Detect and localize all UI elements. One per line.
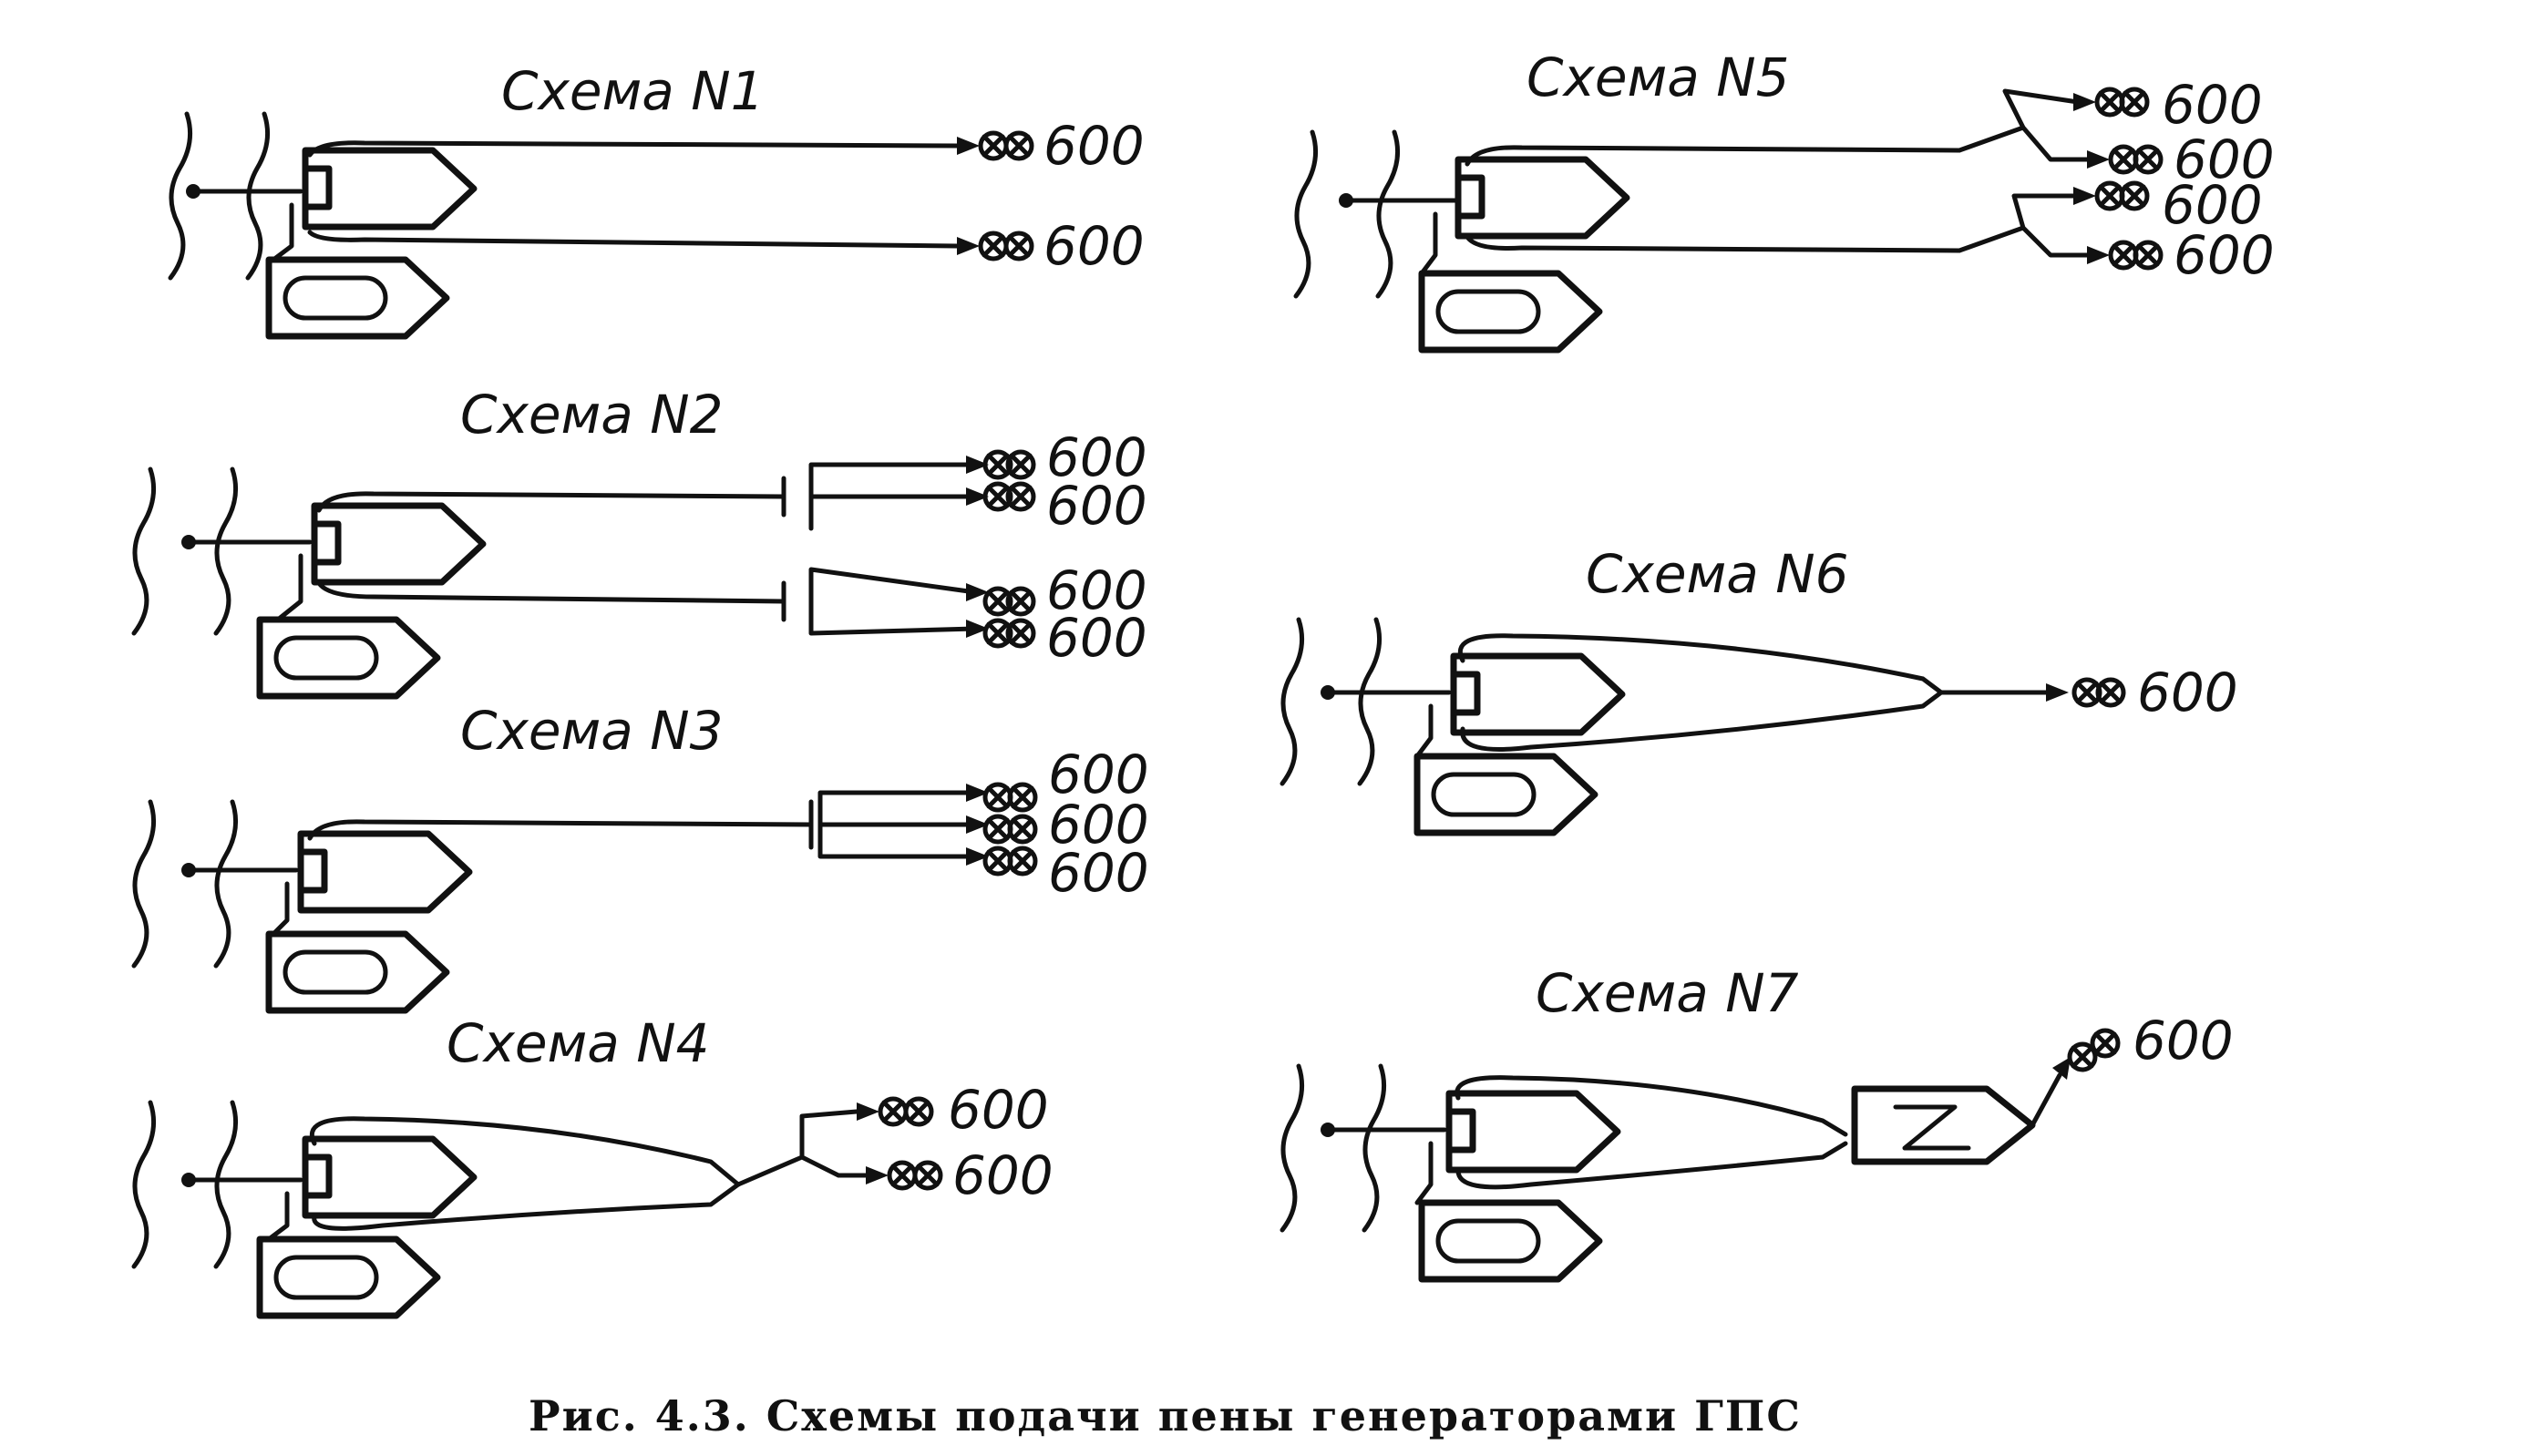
tanker-truck-4 [260, 1239, 437, 1316]
foam-generator-icon [1010, 816, 1035, 842]
scheme-7: Схема N7 600 [1282, 962, 2234, 1279]
foam-generator-icon [1010, 848, 1035, 874]
foam-generator-icon [915, 1163, 941, 1188]
foam-generator-icon [2111, 242, 2136, 268]
fire-truck-3 [301, 834, 469, 910]
water-source-6b [1360, 620, 1380, 784]
scheme-3-output-3: 600 [1048, 842, 1149, 904]
water-source-2a [134, 469, 154, 633]
water-source-1b [248, 114, 268, 278]
foam-generator-icon [1010, 784, 1035, 810]
scheme-4-output-1: 600 [948, 1079, 1049, 1141]
scheme-3-output-2: 600 [1048, 794, 1149, 856]
water-source-6a [1282, 620, 1302, 784]
scheme-2-output-3: 600 [1046, 559, 1147, 621]
scheme-1: Схема N1 600 600 [170, 60, 1145, 336]
scheme-5-output-2: 600 [2174, 128, 2275, 190]
foam-generator-icon [2122, 183, 2147, 209]
foam-generator-icon [2092, 1030, 2118, 1056]
scheme-6: Схема N6 600 [1282, 543, 2238, 833]
scheme-5-output-3: 600 [2162, 174, 2263, 236]
water-source-5b [1378, 132, 1398, 296]
water-source-1a [170, 114, 190, 278]
figure-caption: Рис. 4.3. Схемы подачи пены генераторами… [529, 1391, 1802, 1441]
foam-generator-icon [1006, 233, 1032, 259]
fire-truck-6 [1454, 656, 1622, 733]
scheme-5-output-1: 600 [2162, 74, 2263, 136]
tanker-truck-1 [269, 260, 447, 336]
tanker-truck-6 [1417, 756, 1595, 833]
scheme-1-output-1: 600 [1043, 115, 1145, 177]
foam-generator-icon [1006, 133, 1032, 159]
scheme-1-output-2: 600 [1043, 215, 1145, 277]
scheme-3-output-1: 600 [1048, 743, 1149, 805]
water-source-4a [134, 1102, 154, 1266]
fire-truck-1 [305, 150, 474, 227]
foam-mixer-unit [1851, 1085, 2036, 1165]
scheme-2: Схема N2 600 600 600 600 [134, 384, 1147, 696]
water-source-2b [216, 469, 236, 633]
fire-truck-7 [1449, 1093, 1618, 1170]
scheme-1-title: Схема N1 [501, 60, 765, 122]
scheme-5-title: Схема N5 [1526, 46, 1790, 108]
scheme-5-output-4: 600 [2174, 224, 2275, 286]
foam-generator-icon [2097, 183, 2123, 209]
scheme-5: Схема N5 600 600 600 600 [1296, 46, 2275, 350]
tanker-truck-3 [269, 934, 447, 1010]
foam-generator-icon [985, 816, 1011, 842]
fire-truck-2 [314, 506, 483, 582]
water-source-7a [1282, 1066, 1302, 1230]
fire-truck-5 [1458, 159, 1627, 236]
foam-generator-icon [985, 848, 1011, 874]
foam-generator-icon [981, 133, 1006, 159]
foam-generator-icon [2122, 89, 2147, 115]
scheme-3: Схема N3 600 600 600 [134, 700, 1149, 1010]
water-source-5a [1296, 132, 1316, 296]
foam-generator-icon [2135, 242, 2161, 268]
scheme-2-output-2: 600 [1046, 475, 1147, 537]
foam-generator-icon [889, 1163, 915, 1188]
scheme-4-output-2: 600 [952, 1144, 1054, 1206]
scheme-3-title: Схема N3 [460, 700, 724, 762]
foam-generator-icon [981, 233, 1006, 259]
fire-truck-4 [305, 1139, 474, 1215]
foam-generator-icon [880, 1099, 906, 1124]
foam-generator-icon [2111, 147, 2136, 172]
scheme-4-title: Схема N4 [447, 1012, 710, 1074]
scheme-7-title: Схема N7 [1536, 962, 1799, 1024]
scheme-6-title: Схема N6 [1586, 543, 1849, 605]
foam-generator-icon [985, 784, 1011, 810]
water-source-7b [1364, 1066, 1384, 1230]
scheme-4: Схема N4 600 600 [134, 1012, 1054, 1316]
scheme-7-output-1: 600 [2133, 1010, 2234, 1071]
water-source-4b [216, 1102, 236, 1266]
scheme-6-output-1: 600 [2137, 661, 2238, 723]
scheme-2-title: Схема N2 [460, 384, 724, 446]
tanker-truck-5 [1422, 273, 1599, 350]
scheme-2-output-4: 600 [1046, 607, 1147, 669]
water-source-3a [134, 802, 154, 966]
tanker-truck-7 [1422, 1203, 1599, 1279]
tanker-truck-2 [260, 620, 437, 696]
water-source-3b [216, 802, 236, 966]
foam-generator-icon [2135, 147, 2161, 172]
foam-generator-icon [906, 1099, 931, 1124]
scheme-2-output-1: 600 [1046, 426, 1147, 488]
foam-generator-icon [2097, 89, 2123, 115]
